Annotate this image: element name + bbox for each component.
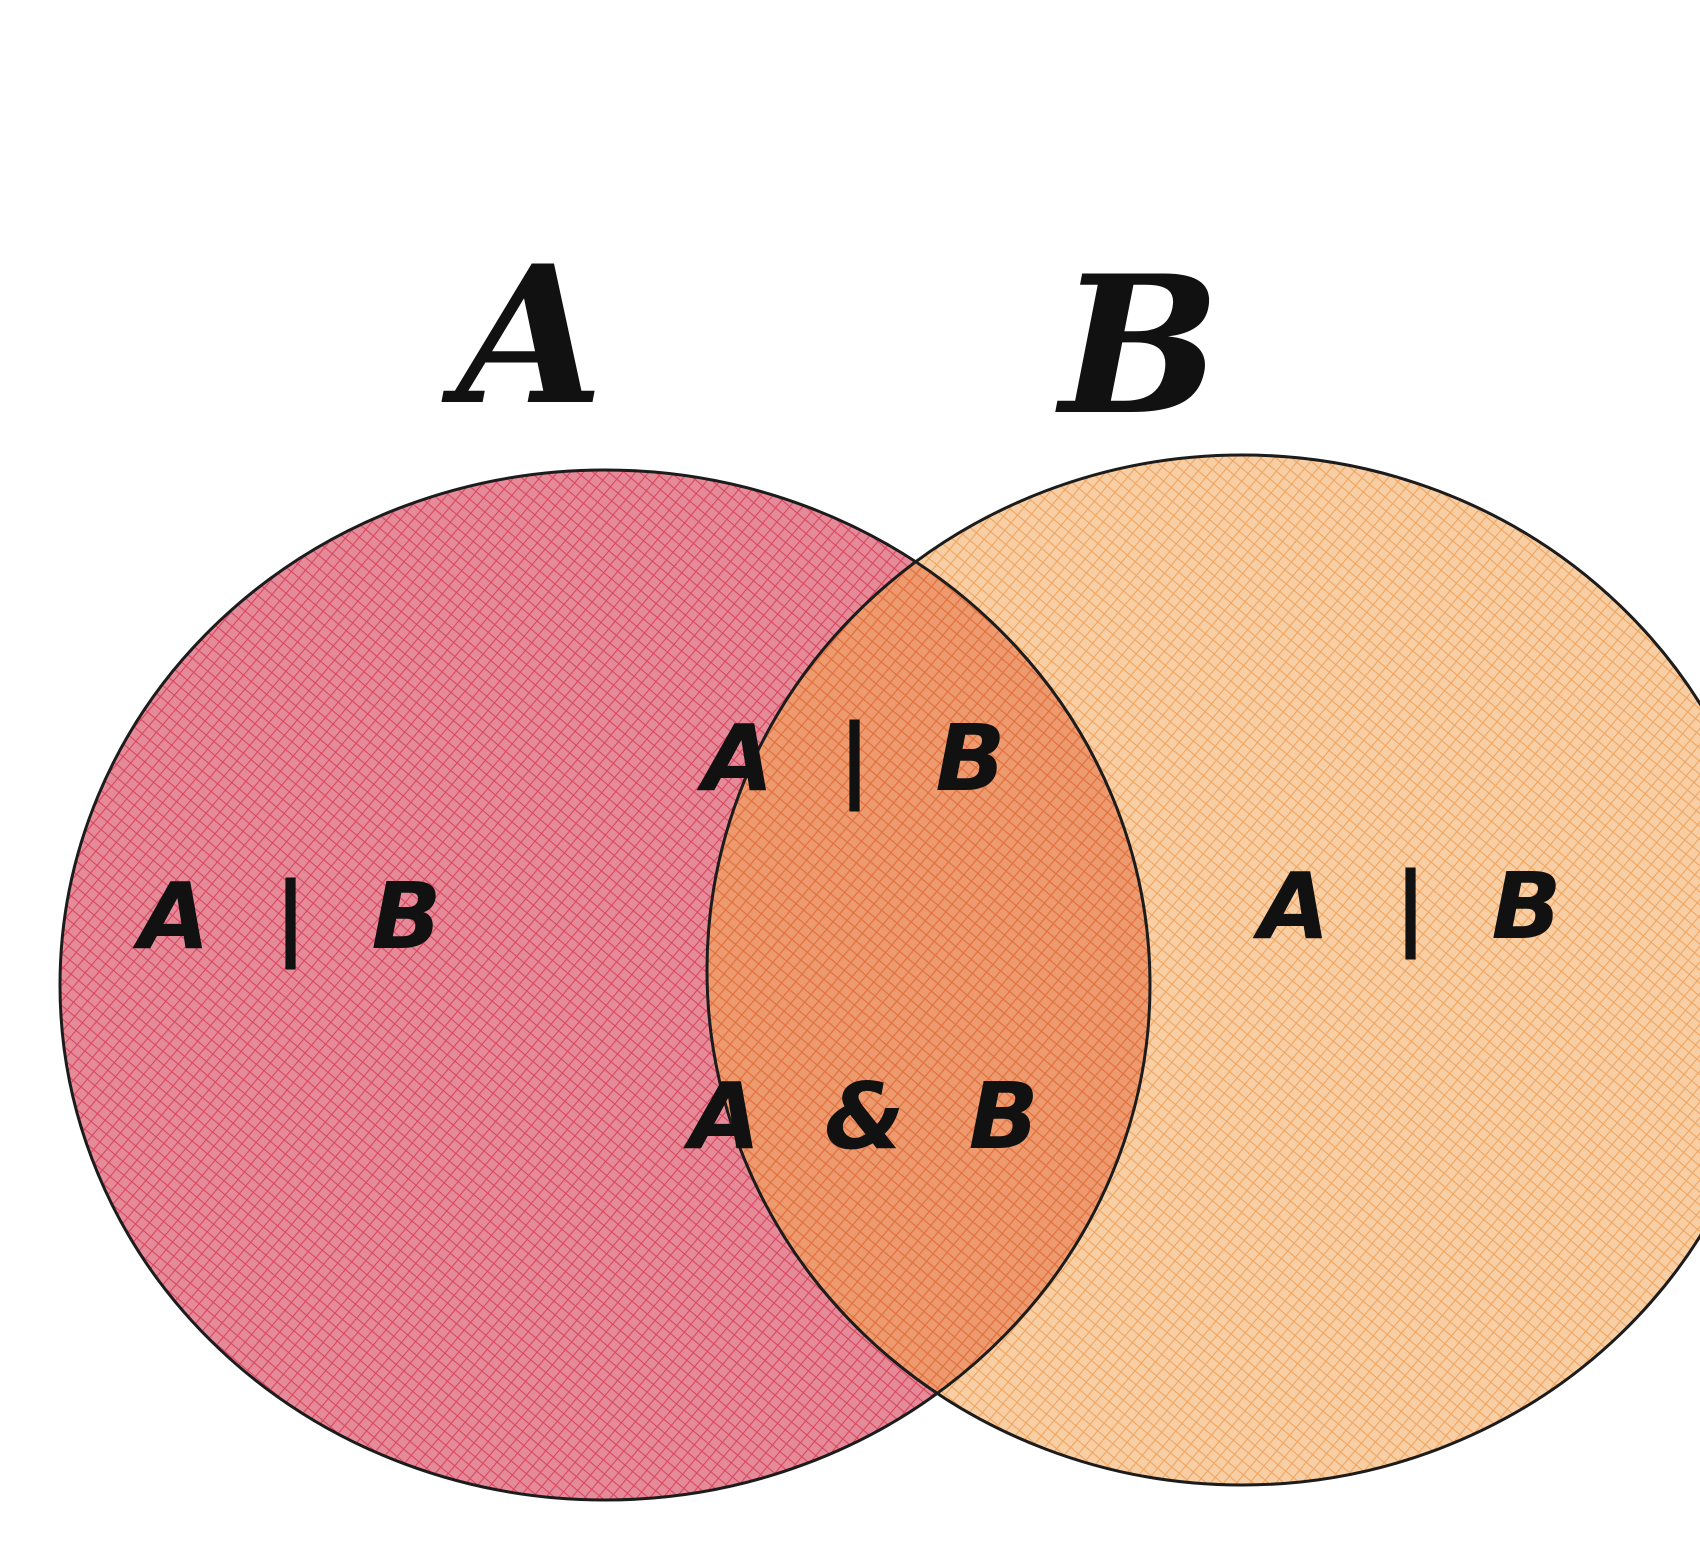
region-intersection-bottom-label: A & B [683, 1063, 1055, 1170]
set-b-title: B [1055, 234, 1221, 457]
set-b-outline [705, 453, 1700, 1487]
region-b-only-label: A | B [1253, 853, 1578, 960]
set-a-title: A [441, 224, 603, 447]
region-intersection-top-label: A | B [697, 705, 1022, 812]
set-a-outline [58, 468, 1152, 1502]
region-a-only-label: A | B [133, 863, 458, 970]
intersection-region [707, 470, 1150, 1485]
